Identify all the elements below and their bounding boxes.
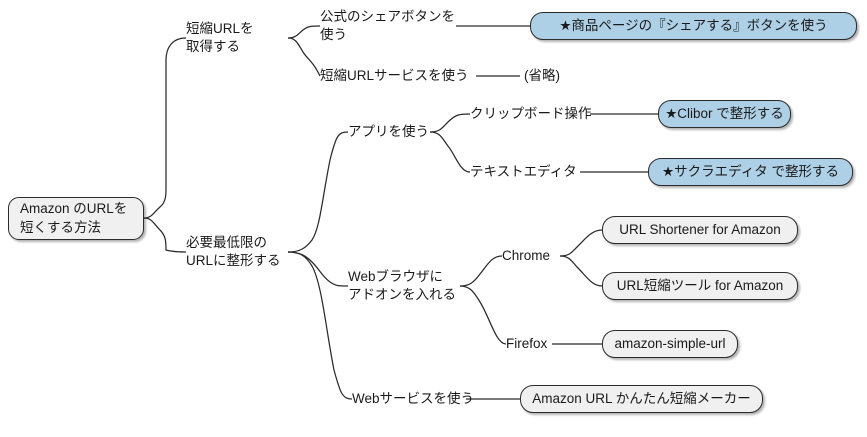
node-chrome-label: Chrome [502,247,551,263]
node-short-url-service-label: 短縮URLサービスを使う [320,67,469,83]
node-chrome[interactable]: Chrome [502,247,564,265]
node-url-shortener-for-amazon[interactable]: URL Shortener for Amazon [602,216,798,244]
node-get-short-url[interactable]: 短縮URLを 取得する [186,18,290,58]
node-amazon-url-kantan-maker[interactable]: Amazon URL かんたん短縮メーカー [520,385,763,413]
node-browser-addon[interactable]: Webブラウザに アドオンを入れる [348,266,464,306]
node-minimal-url[interactable]: 必要最低限の URLに整形する [186,232,296,272]
node-omitted-leaf-label: (省略) [524,67,560,83]
node-sakura-editor-leaf-label: ★サクラエディタ で整形する [662,163,839,179]
node-text-editor[interactable]: テキストエディタ [470,163,584,181]
node-official-share-button[interactable]: 公式のシェアボタンを使う [320,9,460,42]
node-get-short-url-label: 短縮URLを 取得する [186,20,254,54]
node-omitted-leaf: (省略) [524,67,584,85]
node-text-editor-label: テキストエディタ [470,163,577,179]
node-amazon-simple-url[interactable]: amazon-simple-url [602,330,738,358]
node-use-app[interactable]: アプリを使う [348,123,434,141]
node-minimal-url-label: 必要最低限の URLに整形する [186,234,281,268]
node-browser-addon-label: Webブラウザに アドオンを入れる [348,268,456,302]
node-clipboard-ops[interactable]: クリップボード操作 [470,105,594,123]
node-firefox-label: Firefox [506,335,548,351]
node-sakura-editor-leaf[interactable]: ★サクラエディタ で整形する [648,158,853,186]
node-amazon-url-kantan-maker-label: Amazon URL かんたん短縮メーカー [532,390,751,406]
node-url-shorten-tool-for-amazon[interactable]: URL短縮ツール for Amazon [602,272,798,300]
node-url-shortener-for-amazon-label: URL Shortener for Amazon [619,221,781,237]
node-amazon-simple-url-label: amazon-simple-url [614,335,726,351]
node-url-shorten-tool-for-amazon-label: URL短縮ツール for Amazon [616,277,784,293]
node-use-app-label: アプリを使う [348,123,429,139]
node-firefox[interactable]: Firefox [506,335,564,353]
node-short-url-service[interactable]: 短縮URLサービスを使う [320,67,470,85]
node-product-page-share-leaf-label: ★商品ページの『シェアする』ボタンを使う [559,17,828,33]
node-web-service[interactable]: Webサービスを使う [352,390,474,408]
node-product-page-share-leaf[interactable]: ★商品ページの『シェアする』ボタンを使う [530,12,857,40]
node-clibor-leaf-label: ★Clibor で整形する [665,105,784,121]
node-official-share-button-label: 公式のシェアボタンを使う [320,8,455,42]
node-clipboard-ops-label: クリップボード操作 [470,105,592,121]
node-root-label: Amazon のURLを 短くする方法 [20,201,128,235]
node-web-service-label: Webサービスを使う [352,390,475,406]
node-clibor-leaf[interactable]: ★Clibor で整形する [658,100,791,128]
node-root[interactable]: Amazon のURLを 短くする方法 [8,197,144,240]
